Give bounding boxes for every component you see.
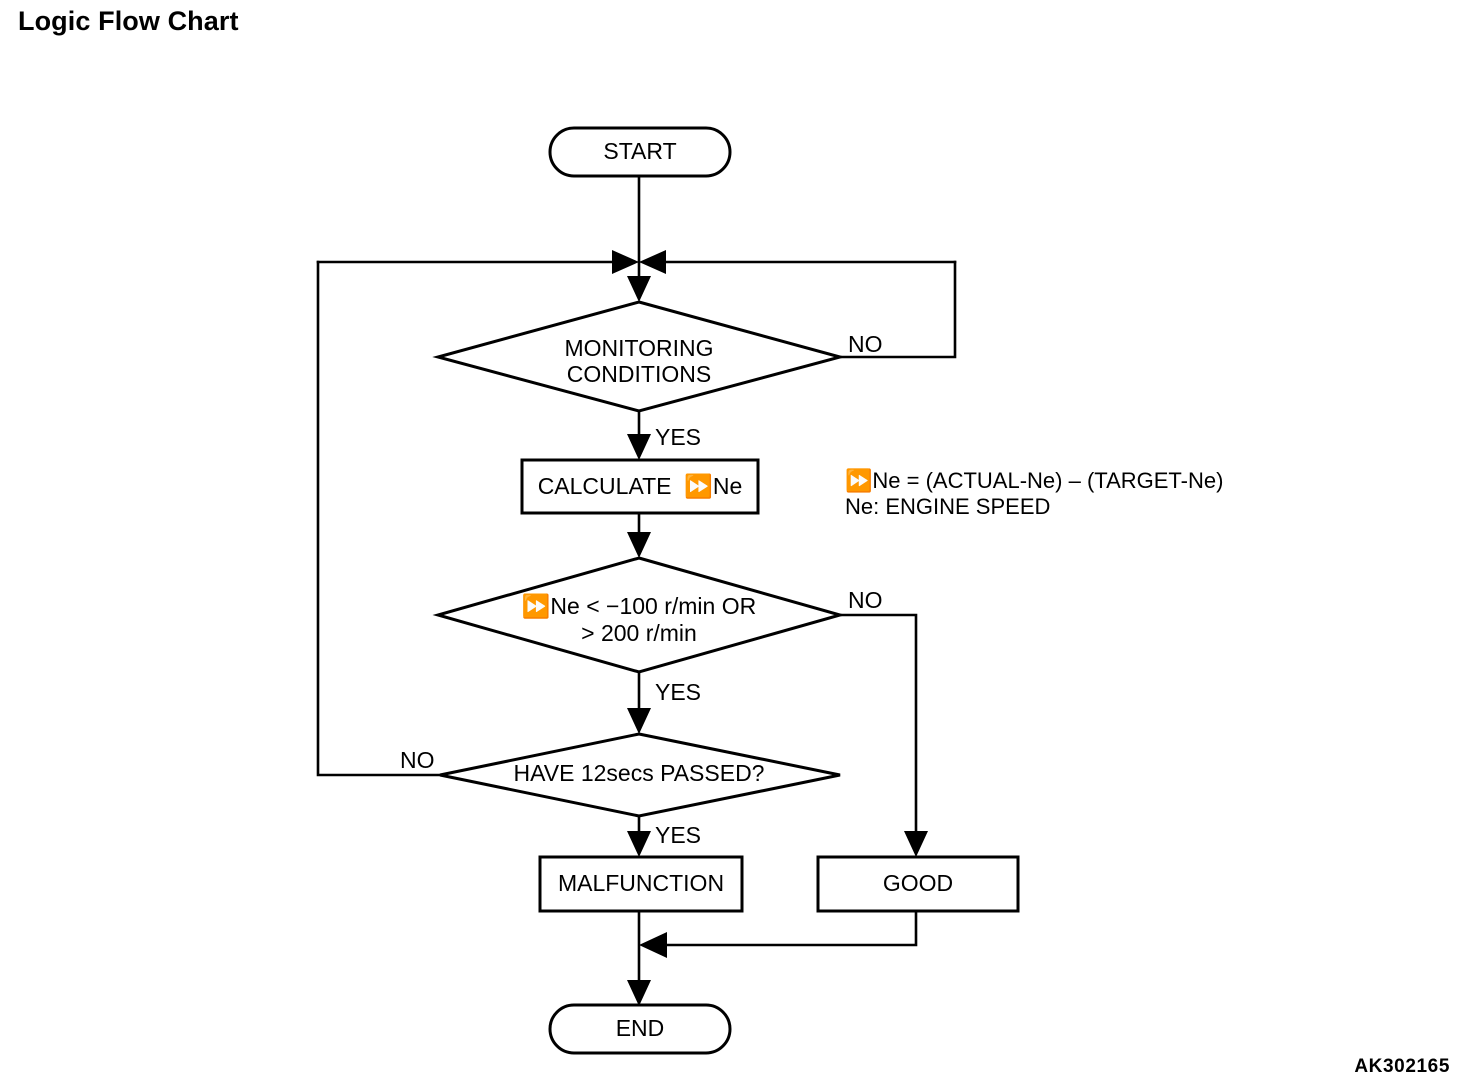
timer-shape xyxy=(439,732,841,818)
node-calculate[interactable]: CALCULATE ⏩Ne xyxy=(520,458,760,515)
threshold-label-line1: ⏩Ne < −100 r/min OR xyxy=(522,593,756,620)
timer-label: HAVE 12secs PASSED? xyxy=(514,760,765,786)
end-shape xyxy=(548,1003,732,1055)
malfunction-label: MALFUNCTION xyxy=(558,870,724,896)
edge-label-timer-yes: YES xyxy=(655,822,701,848)
arrowhead-monitoring-yes xyxy=(627,434,651,460)
edge-good-to-merge xyxy=(662,909,918,947)
good-shape xyxy=(816,855,1020,913)
formula-note-line1: ⏩Ne = (ACTUAL-Ne) – (TARGET-Ne) xyxy=(845,468,1223,493)
node-threshold[interactable]: ⏩Ne < −100 r/min OR > 200 r/min xyxy=(432,556,846,674)
arrowhead-left-loop-return xyxy=(612,250,639,274)
edge-label-threshold-yes: YES xyxy=(655,679,701,705)
monitoring-conditions-label-line2: CONDITIONS xyxy=(567,361,711,387)
arrowhead-monitoring-no-return xyxy=(639,250,666,274)
edge-threshold-no xyxy=(838,613,918,843)
node-timer[interactable]: HAVE 12secs PASSED? xyxy=(439,732,841,818)
connector-layer xyxy=(316,174,957,1006)
node-start[interactable]: START xyxy=(548,126,732,178)
arrowhead-junction-to-monitoring xyxy=(627,276,651,302)
node-good[interactable]: GOOD xyxy=(816,855,1020,913)
formula-note: ⏩Ne = (ACTUAL-Ne) – (TARGET-Ne) Ne: ENGI… xyxy=(845,468,1223,519)
edge-label-monitoring-yes: YES xyxy=(655,424,701,450)
formula-note-line2: Ne: ENGINE SPEED xyxy=(845,494,1050,519)
arrowhead-threshold-no xyxy=(904,831,928,857)
calculate-shape xyxy=(520,458,760,515)
arrowhead-good-merge xyxy=(639,932,667,958)
arrowhead-to-end xyxy=(627,980,651,1006)
monitoring-conditions-shape xyxy=(432,300,846,413)
monitoring-conditions-label-line1: MONITORING xyxy=(564,335,713,361)
node-monitoring-conditions[interactable]: MONITORING CONDITIONS xyxy=(432,300,846,413)
page-title: Logic Flow Chart xyxy=(18,6,239,36)
node-end[interactable]: END xyxy=(548,1003,732,1055)
threshold-label-line2: > 200 r/min xyxy=(581,620,697,646)
threshold-shape xyxy=(432,556,846,674)
calculate-label: CALCULATE ⏩Ne xyxy=(538,473,743,500)
arrowhead-calculate-to-threshold xyxy=(627,532,651,558)
arrowhead-timer-yes xyxy=(627,831,651,857)
end-label: END xyxy=(616,1015,665,1041)
figure-code: AK302165 xyxy=(1354,1056,1450,1077)
edge-label-threshold-no: NO xyxy=(848,587,883,613)
edge-timer-no xyxy=(316,260,450,777)
arrowhead-threshold-yes xyxy=(627,708,651,734)
node-malfunction[interactable]: MALFUNCTION xyxy=(538,855,744,913)
edge-label-monitoring-no: NO xyxy=(848,331,883,357)
edge-label-timer-no: NO xyxy=(400,747,435,773)
start-shape xyxy=(548,126,732,178)
edge-monitoring-no xyxy=(838,260,957,359)
good-label: GOOD xyxy=(883,870,953,896)
malfunction-shape xyxy=(538,855,744,913)
start-label: START xyxy=(603,138,676,164)
